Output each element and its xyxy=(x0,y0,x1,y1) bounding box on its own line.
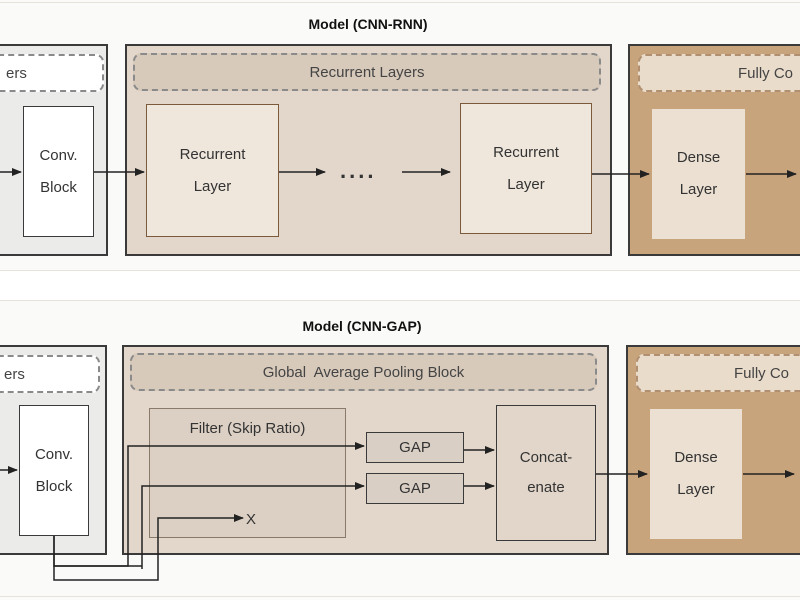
gap-model-title: Model (CNN-GAP) xyxy=(302,318,422,334)
concatenate-block: Concat-enate xyxy=(496,405,596,541)
gap-dense-layer-line1: Dense xyxy=(674,449,718,466)
middle-separator-1 xyxy=(0,270,800,271)
gap-fc-section-label: Fully Co xyxy=(636,354,800,392)
branch-to-dropped xyxy=(53,514,244,581)
gap-block-1: GAP xyxy=(366,432,464,463)
rnn-dense-layer-line1: Dense xyxy=(676,149,721,166)
rnn-conv-section-label-text: ers xyxy=(6,64,27,82)
filter-skip-ratio-block: Filter (Skip Ratio) xyxy=(149,408,346,538)
gap-conv-section-label-text: ers xyxy=(4,365,25,383)
recurrent-layer-2-line2: Layer xyxy=(507,175,545,193)
gap-block-2: GAP xyxy=(366,473,464,504)
dropped-branch-marker: X xyxy=(246,511,257,528)
concatenate-line2: enate xyxy=(527,479,565,496)
gap-fc-section-label-text: Fully Co xyxy=(734,364,790,382)
gap-dense-layer-line2: Layer xyxy=(677,481,715,498)
top-separator xyxy=(0,2,800,3)
recurrent-layer-1-line1: Recurrent xyxy=(179,145,246,163)
gap-conv-block: Conv. Block xyxy=(19,405,89,536)
gap-conv-block-line1: Conv. xyxy=(34,445,74,463)
recurrent-section-label-text: Recurrent Layers xyxy=(309,63,425,81)
recurrent-layer-2-line1: Recurrent xyxy=(493,143,559,161)
gap-section-label: Global Average Pooling Block xyxy=(130,353,597,391)
rnn-fc-section-label: Fully Co xyxy=(638,54,800,92)
gap-conv-section-label: ers xyxy=(0,355,100,393)
rnn-dense-layer-line2: Layer xyxy=(679,181,718,198)
middle-separator-2 xyxy=(0,300,800,301)
rnn-conv-block-line2: Block xyxy=(40,178,77,196)
gap-block-1-label: GAP xyxy=(399,438,431,456)
recurrent-layer-1-line2: Layer xyxy=(193,177,232,195)
rnn-conv-block: Conv. Block xyxy=(23,106,94,237)
rnn-model-title: Model (CNN-RNN) xyxy=(308,16,428,32)
gap-section-label-text: Global Average Pooling Block xyxy=(262,363,465,381)
branch-to-gap-2 xyxy=(53,482,365,569)
gap-conv-block-line2: Block xyxy=(35,477,73,495)
recurrent-section-label: Recurrent Layers xyxy=(133,53,601,91)
concatenate-line1: Concat- xyxy=(519,449,573,466)
bottom-separator xyxy=(0,596,800,597)
rnn-fc-section-label-text: Fully Co xyxy=(738,64,794,82)
filter-label: Filter (Skip Ratio) xyxy=(189,420,306,437)
rnn-conv-section-label: ers xyxy=(0,54,104,92)
gap-block-2-label: GAP xyxy=(399,479,431,497)
rnn-conv-block-line1: Conv. xyxy=(39,146,78,164)
recurrent-ellipsis: .... xyxy=(340,158,377,183)
branch-to-gap-1 xyxy=(53,442,365,567)
